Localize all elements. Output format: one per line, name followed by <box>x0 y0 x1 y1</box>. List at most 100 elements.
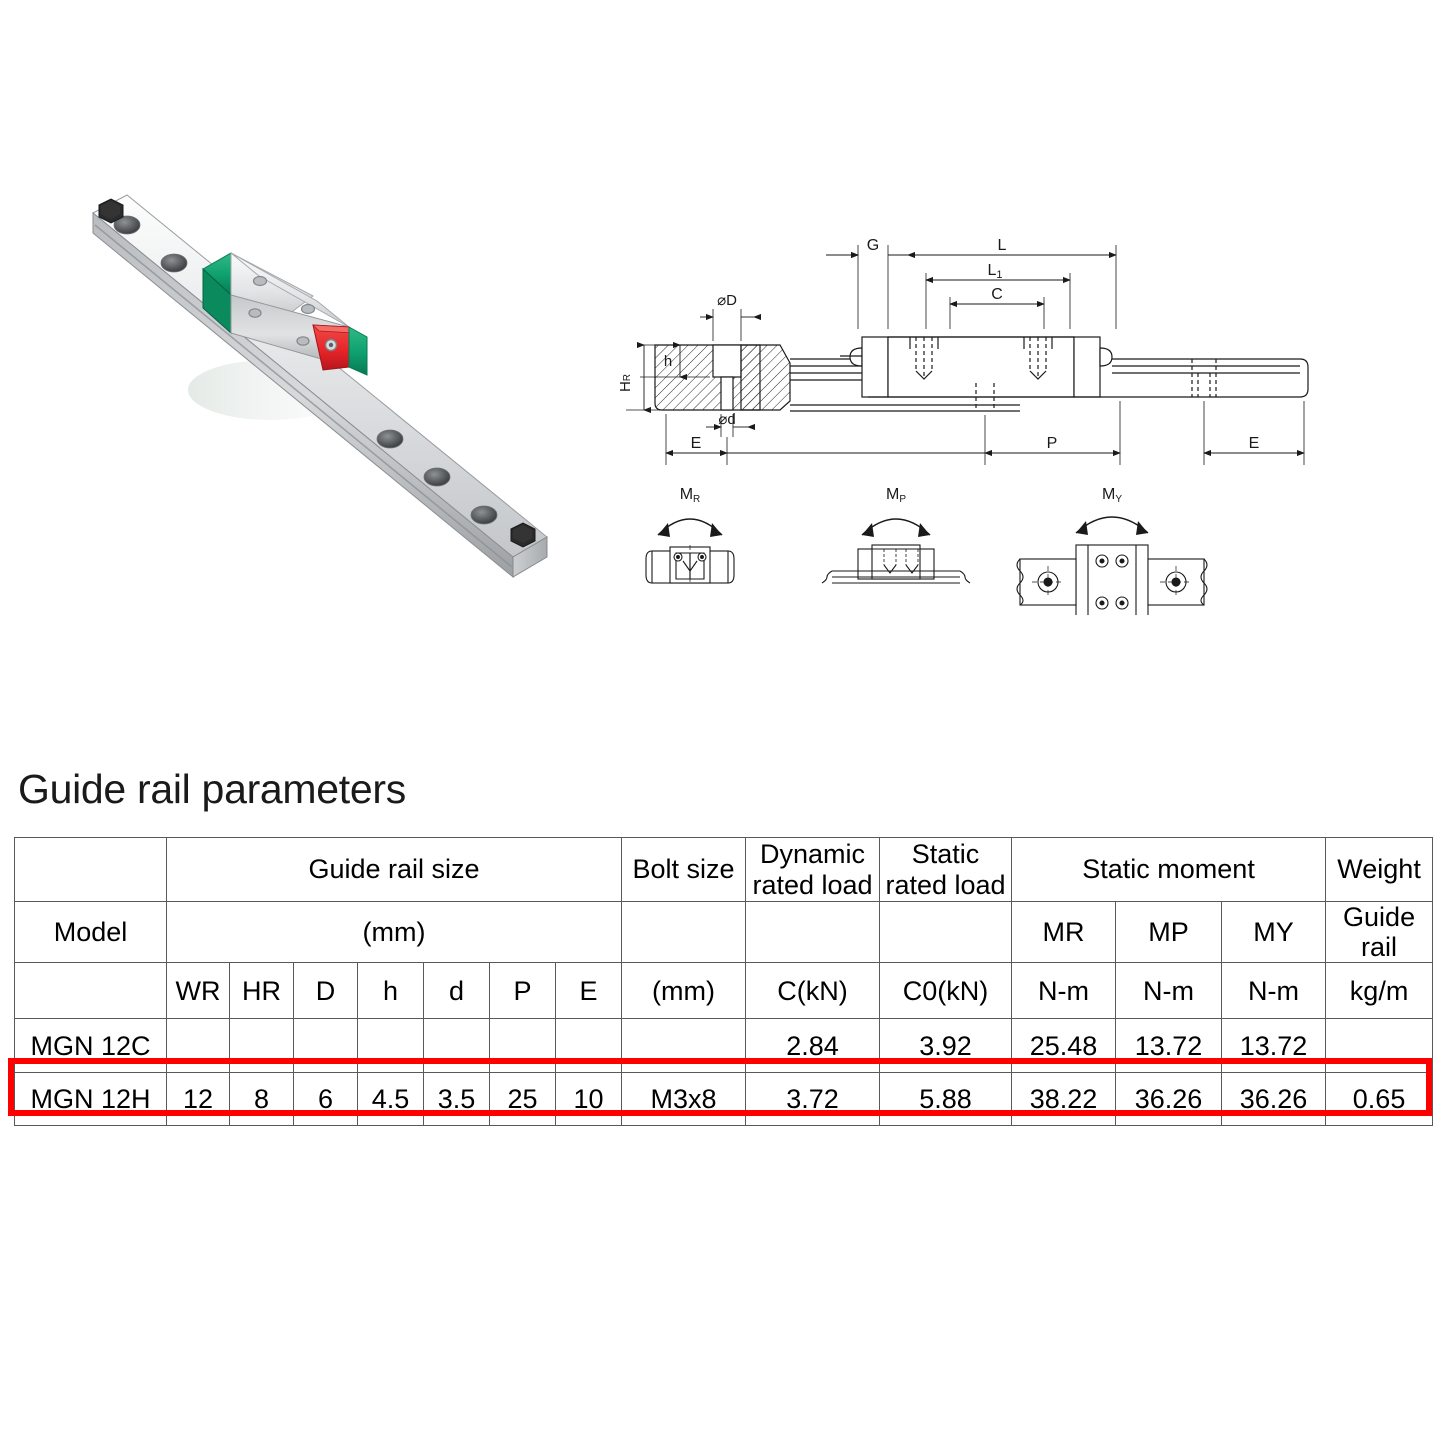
header-e: E <box>554 962 623 1020</box>
grease-nipple-hole <box>328 342 334 348</box>
table-header-row-2: Model (mm) MR MP MY Guide rail <box>14 900 1434 964</box>
rail-end-cap <box>512 536 548 578</box>
cell-d-upper: 6 <box>293 1072 358 1127</box>
block-tapped-holes <box>915 337 1047 377</box>
header-static-line1: Static <box>911 839 980 870</box>
cell-p: 25 <box>489 1072 556 1127</box>
cell-e: 10 <box>554 1072 623 1127</box>
header-static-unit: C0(kN) <box>879 962 1013 1020</box>
moment-diagram-pitch: MP <box>821 486 971 584</box>
parameter-table-container: Guide rail size Bolt size Dynamic rated … <box>14 837 1434 1127</box>
cell-mp: 13.72 <box>1115 1018 1223 1074</box>
cell-bolt: M3x8 <box>621 1072 747 1127</box>
rail-assembly <box>92 194 548 579</box>
header-guide-rail-size: Guide rail size <box>165 837 623 902</box>
cell-d-lower: 3.5 <box>423 1072 490 1127</box>
dim-label-E-right: E <box>1249 435 1260 452</box>
dim-label-diameter-d: ⌀d <box>718 411 735 428</box>
header-dynamic-blank <box>745 900 881 964</box>
cell-weight: 0.65 <box>1325 1072 1434 1127</box>
header-blank-model <box>14 837 167 902</box>
rail-hex-plug-near <box>98 198 124 224</box>
cell-e <box>554 1018 623 1074</box>
header-static-rated-load: Static rated load <box>879 837 1013 902</box>
cell-h-lower <box>357 1018 424 1074</box>
header-mp-unit: N-m <box>1115 962 1223 1020</box>
table-row-highlighted: MGN 12H 12 8 6 4.5 3.5 25 10 M3x8 3.72 5… <box>14 1072 1434 1127</box>
cell-bolt <box>621 1018 747 1074</box>
header-model-blank <box>14 962 167 1020</box>
technical-drawing: G L L1 C ⌀D ⌀d h HR E P E MR <box>600 225 1320 620</box>
header-weight: Weight <box>1325 837 1434 902</box>
header-static-blank <box>879 900 1013 964</box>
dim-label-HR: HR <box>617 374 634 392</box>
header-wr: WR <box>166 962 230 1020</box>
product-photo-svg <box>92 194 548 579</box>
rail-top-face <box>92 194 548 558</box>
header-h-lower: h <box>357 962 424 1020</box>
cell-hr: 8 <box>229 1072 294 1127</box>
carriage-side-view <box>840 336 1309 411</box>
parameter-table: Guide rail size Bolt size Dynamic rated … <box>14 837 1434 1127</box>
dim-label-h: h <box>664 353 672 370</box>
header-weight-unit: kg/m <box>1325 962 1434 1020</box>
carriage-block <box>202 252 368 376</box>
page-title: Guide rail parameters <box>18 766 406 812</box>
cell-hr <box>229 1018 294 1074</box>
header-my-unit: N-m <box>1221 962 1327 1020</box>
table-row: MGN 12C 2.84 3.92 25.48 13.72 13.72 <box>14 1018 1434 1074</box>
header-weight-line1: Guide <box>1343 902 1416 932</box>
cell-model: MGN 12H <box>14 1072 167 1127</box>
dim-label-G: G <box>867 237 879 254</box>
dim-label-diameter-D: ⌀D <box>717 292 737 309</box>
moment-label-MR: MR <box>680 486 701 505</box>
cell-my: 13.72 <box>1221 1018 1327 1074</box>
rail-cross-section <box>654 344 1020 412</box>
rail-hex-plug-far <box>510 522 536 548</box>
cell-d-lower <box>423 1018 490 1074</box>
cell-h-lower: 4.5 <box>357 1072 424 1127</box>
rail-hole-hidden-2 <box>975 383 995 411</box>
header-mr-unit: N-m <box>1011 962 1117 1020</box>
cell-d-upper <box>293 1018 358 1074</box>
cell-weight <box>1325 1018 1434 1074</box>
rail-hole-hidden <box>1191 359 1217 397</box>
dim-label-L1: L1 <box>987 262 1002 281</box>
header-static-line2: rated load <box>885 869 1006 900</box>
header-dynamic-line2: rated load <box>752 869 873 900</box>
header-dynamic-unit: C(kN) <box>745 962 881 1020</box>
drawing-geometry <box>626 245 1309 465</box>
header-weight-sub: Guide rail <box>1325 900 1434 964</box>
cell-c0: 3.92 <box>879 1018 1013 1074</box>
dim-label-L: L <box>998 237 1007 254</box>
cell-my: 36.26 <box>1221 1072 1327 1127</box>
technical-drawing-svg: G L L1 C ⌀D ⌀d h HR E P E MR <box>617 237 1309 620</box>
header-static-moment: Static moment <box>1011 837 1327 902</box>
moment-diagram-yaw: MY <box>1016 486 1208 620</box>
cell-c: 3.72 <box>745 1072 881 1127</box>
header-mr: MR <box>1011 900 1117 964</box>
block-mounting-holes <box>248 275 316 346</box>
header-dynamic-line1: Dynamic <box>760 839 866 870</box>
cell-wr: 12 <box>166 1072 230 1127</box>
dim-label-E-left: E <box>691 435 702 452</box>
cell-model: MGN 12C <box>14 1018 167 1074</box>
moment-label-MY: MY <box>1102 486 1122 505</box>
cell-wr <box>166 1018 230 1074</box>
cell-mp: 36.26 <box>1115 1072 1223 1127</box>
rail-groove-line <box>94 224 513 568</box>
header-bolt-unit: (mm) <box>621 962 747 1020</box>
header-bolt-blank <box>621 900 747 964</box>
header-guide-rail-unit: (mm) <box>165 900 623 964</box>
header-weight-line2: rail <box>1361 932 1398 963</box>
moment-label-MP: MP <box>886 486 906 505</box>
dim-label-C: C <box>991 286 1003 303</box>
header-my: MY <box>1221 900 1327 964</box>
header-bolt-size: Bolt size <box>621 837 747 902</box>
table-header-row-1: Guide rail size Bolt size Dynamic rated … <box>14 837 1434 902</box>
header-d-upper: D <box>293 962 358 1020</box>
cell-c0: 5.88 <box>879 1072 1013 1127</box>
product-photo <box>55 165 595 605</box>
dimension-labels: G L L1 C ⌀D ⌀d h HR E P E <box>617 237 1259 452</box>
header-d-lower: d <box>423 962 490 1020</box>
